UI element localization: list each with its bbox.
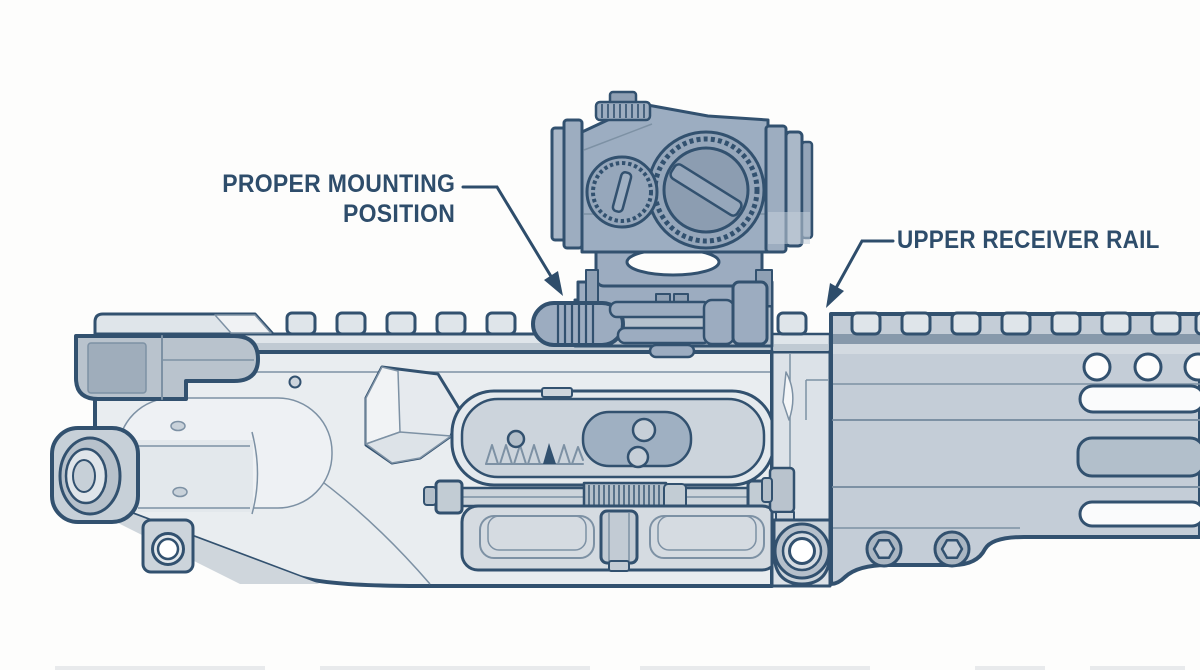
mlok-slot-upper	[1078, 384, 1200, 414]
rear-lug	[50, 426, 140, 524]
dust-cover	[460, 504, 780, 572]
receiver-rail-teeth	[285, 311, 517, 336]
optic-mount	[531, 242, 774, 359]
red-dot-optic	[550, 90, 814, 254]
ejection-port	[450, 387, 776, 487]
brass-deflector	[364, 365, 462, 465]
receiver-front	[761, 311, 832, 588]
charging-handle-latch	[74, 334, 260, 401]
optic-turret-small	[585, 155, 659, 229]
callout-proper-mounting-position: PROPER MOUNTING POSITION	[222, 170, 455, 229]
mlok-slot-middle	[1076, 436, 1200, 478]
mlok-slot-lower	[1078, 500, 1200, 528]
callout-upper-receiver-rail: UPPER RECEIVER RAIL	[897, 226, 1160, 256]
callout-line-2: POSITION	[342, 199, 455, 228]
front-lug	[141, 518, 195, 574]
takedown-lug	[772, 518, 832, 586]
mounting-screws	[865, 530, 971, 568]
callout-line-1: PROPER MOUNTING	[222, 170, 455, 198]
upper-receiver	[50, 311, 832, 588]
bottom-edge-artifact	[55, 666, 1185, 670]
optic-turret-large	[646, 130, 766, 250]
callout-arrow-rail	[826, 239, 895, 308]
bolt-teeth	[485, 429, 584, 465]
vent-holes	[1082, 352, 1200, 382]
optic-elevation-knob	[594, 90, 652, 122]
dust-cover-latch	[599, 509, 639, 572]
callout-arrow-mounting	[461, 185, 563, 296]
bolt-carrier	[581, 410, 693, 469]
callout-text: UPPER RECEIVER RAIL	[897, 226, 1160, 254]
handguard	[829, 311, 1200, 586]
qd-lever	[531, 280, 769, 347]
